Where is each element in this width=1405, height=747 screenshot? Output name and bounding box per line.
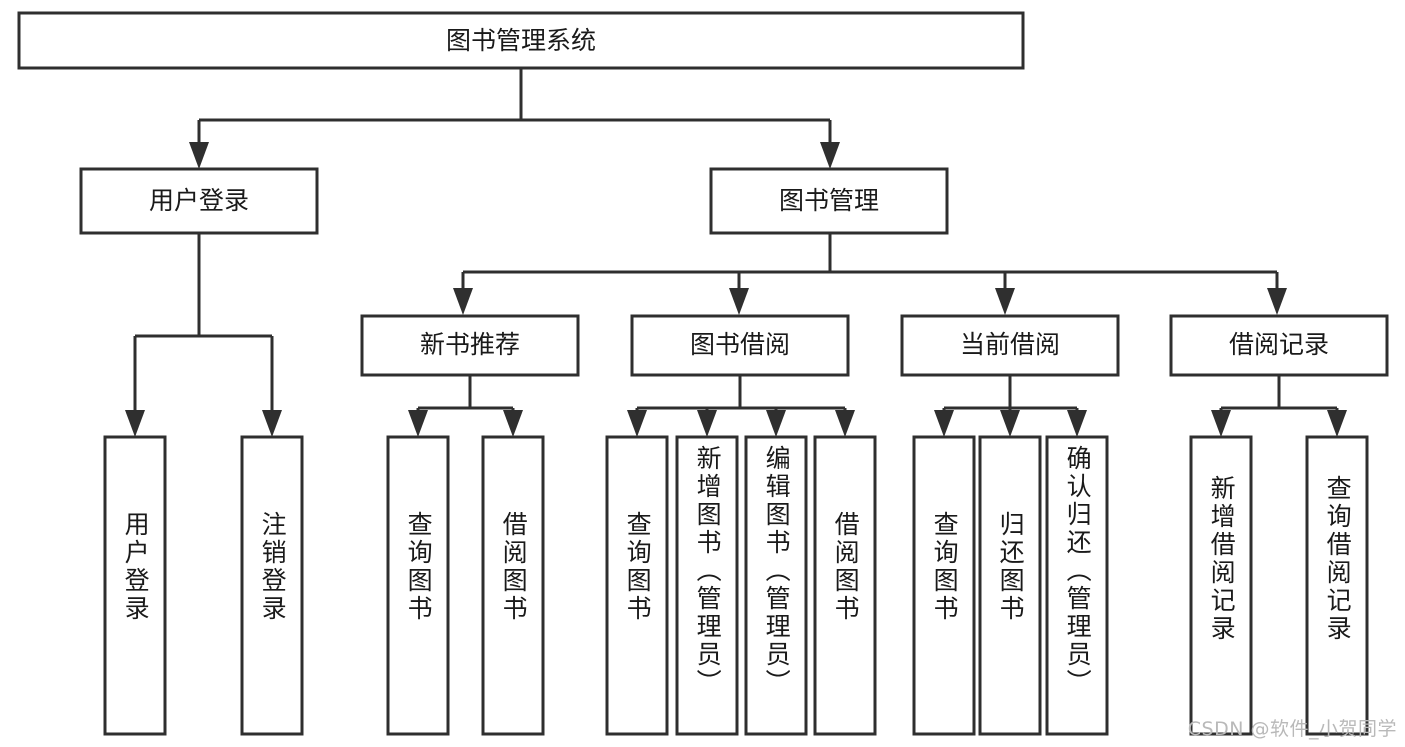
arrow-root-to-book-manage [820,142,840,169]
arrow-to-leaf-return-book [1000,410,1020,437]
connector-group-current-borrow [934,375,1087,437]
node-new-book-rec[interactable]: 新书推荐 [360,314,580,377]
node-leaf-query-book-1-box[interactable] [386,435,450,736]
arrow-to-leaf-user-login [125,410,145,437]
arrow-to-leaf-borrow-book-2 [835,410,855,437]
node-leaf-logout-box[interactable] [240,435,304,736]
node-leaf-add-record-box[interactable] [1189,435,1253,736]
node-new-book-rec-label: 新书推荐 [420,330,520,359]
arrow-to-leaf-logout [262,410,282,437]
node-leaf-edit-book-box[interactable] [744,435,808,736]
arrow-to-new-book-rec [453,288,473,315]
node-leaf-borrow-book-1-box[interactable] [481,435,545,736]
arrow-to-leaf-add-book [697,410,717,437]
connector-group-book-manage [453,233,1287,315]
node-user-login-box[interactable] [79,167,319,235]
arrow-to-current-borrow [995,288,1015,315]
node-leaf-add-book-box[interactable] [675,435,739,736]
connector-group-root [189,68,840,169]
node-leaf-user-login-box[interactable] [103,435,167,736]
node-root[interactable]: 图书管理系统 [17,11,1025,70]
arrow-to-leaf-query-book-2 [627,410,647,437]
connector-group-borrow-record [1211,375,1347,437]
node-current-borrow-box[interactable] [900,314,1120,377]
arrow-to-leaf-query-book-1 [408,410,428,437]
node-book-manage[interactable]: 图书管理 [709,167,949,235]
node-current-borrow[interactable]: 当前借阅 [900,314,1120,377]
arrow-to-leaf-query-book-3 [934,410,954,437]
node-book-manage-label: 图书管理 [779,186,879,215]
node-leaf-query-book-2-box[interactable] [605,435,669,736]
arrow-to-leaf-borrow-book-1 [503,410,523,437]
leaf-boxes [103,435,1369,736]
connector-group-user-login [125,233,282,437]
node-leaf-query-book-3-box[interactable] [912,435,976,736]
node-book-borrow[interactable]: 图书借阅 [630,314,850,377]
arrow-to-leaf-query-record [1327,410,1347,437]
node-book-borrow-label: 图书借阅 [690,330,790,359]
arrow-root-to-user-login [189,142,209,169]
node-user-login-label: 用户登录 [149,186,249,215]
arrow-to-leaf-confirm-return [1067,410,1087,437]
arrow-to-book-borrow [729,288,749,315]
node-current-borrow-label: 当前借阅 [960,330,1060,359]
node-leaf-confirm-return-box[interactable] [1045,435,1109,736]
node-leaf-return-book-box[interactable] [978,435,1042,736]
arrow-to-borrow-record [1267,288,1287,315]
node-borrow-record[interactable]: 借阅记录 [1169,314,1389,377]
node-book-borrow-box[interactable] [630,314,850,377]
node-new-book-rec-box[interactable] [360,314,580,377]
node-leaf-query-record-box[interactable] [1305,435,1369,736]
node-borrow-record-label: 借阅记录 [1229,330,1329,359]
arrow-to-leaf-edit-book [766,410,786,437]
connector-group-new-book-rec [408,375,523,437]
connector-group-book-borrow [627,375,855,437]
node-user-login[interactable]: 用户登录 [79,167,319,235]
node-borrow-record-box[interactable] [1169,314,1389,377]
arrow-to-leaf-add-record [1211,410,1231,437]
node-root-label: 图书管理系统 [446,26,596,55]
node-root-box[interactable] [17,11,1025,70]
node-leaf-borrow-book-2-box[interactable] [813,435,877,736]
node-book-manage-box[interactable] [709,167,949,235]
